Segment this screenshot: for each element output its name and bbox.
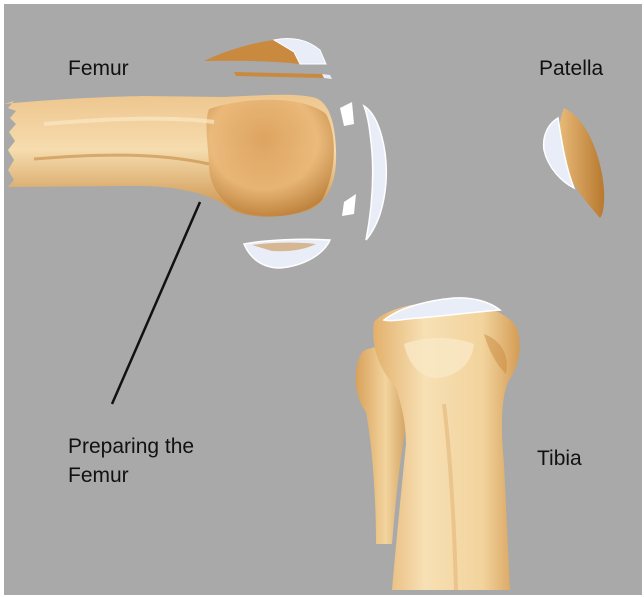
leader-line: [112, 202, 200, 404]
femur-distal-cartilage: [364, 106, 386, 240]
tibia-label: Tibia: [537, 446, 582, 472]
femur-bone: [4, 38, 386, 268]
femur-chamfer-strip: [234, 72, 324, 78]
preparing-femur-label-line1: Preparing the: [68, 434, 194, 460]
gray-panel: Femur Patella Tibia Preparing the Femur: [4, 4, 642, 595]
femur-label: Femur: [68, 56, 129, 82]
patella-label: Patella: [539, 56, 603, 82]
patella-bone: [544, 108, 605, 218]
tibia-bone: [356, 298, 520, 590]
knee-anatomy-illustration: [4, 4, 642, 595]
preparing-femur-label-line2: Femur: [68, 463, 129, 489]
femur-chamfer-fragment: [340, 102, 354, 126]
femur-condyle: [207, 100, 334, 216]
